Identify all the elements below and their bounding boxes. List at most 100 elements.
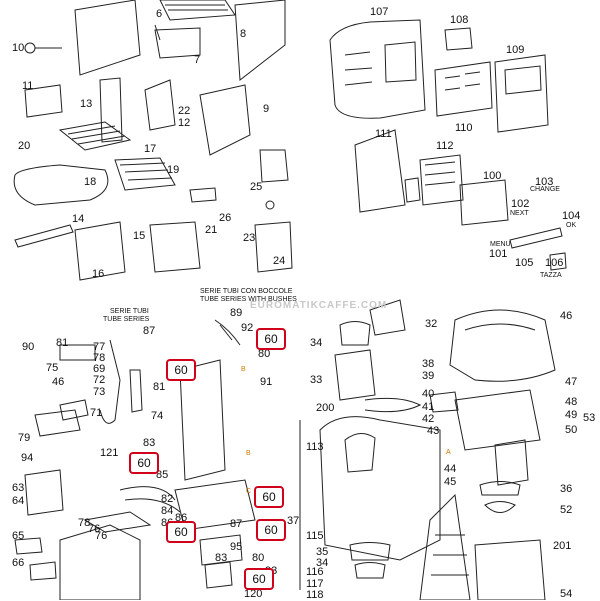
- part-number: 120: [244, 588, 263, 600]
- side-panel-right: [234, 0, 286, 81]
- part-number: 6: [156, 8, 163, 20]
- part-number: 42: [422, 413, 435, 425]
- label-tazza: TAZZA: [540, 272, 562, 279]
- part-number: 77: [93, 341, 106, 353]
- part-number: 54: [560, 588, 573, 600]
- part-number: 44: [444, 463, 457, 475]
- display-module: [444, 27, 473, 51]
- grounds-box: [74, 221, 126, 281]
- part-number: 46: [560, 310, 573, 322]
- part-number: 107: [370, 6, 389, 18]
- part-number: 105: [515, 257, 534, 269]
- part-number: 92: [241, 322, 254, 334]
- part-number: 102: [511, 198, 530, 210]
- watermark: EUROMATIKCAFFE.COM: [250, 300, 388, 311]
- part-number: 76: [95, 530, 108, 542]
- display-frame: [494, 54, 549, 133]
- part-number: 11: [22, 80, 34, 92]
- part-number: 90: [22, 341, 35, 353]
- part-number: 80: [258, 348, 271, 360]
- base-frame: [59, 524, 141, 600]
- callout-part-60: 60: [244, 568, 274, 590]
- callout-part-60: 60: [166, 521, 196, 543]
- motor-assembly: [449, 309, 556, 382]
- label-ok: OK: [566, 222, 577, 229]
- part-number: 65: [12, 530, 25, 542]
- part-number: 35: [316, 546, 329, 558]
- part-number: 116: [306, 566, 324, 578]
- part-number: 87: [230, 518, 243, 530]
- tube-note-line2: TUBE SERIES WITH BUSHES: [200, 296, 297, 303]
- label-change: CHANGE: [530, 186, 560, 193]
- part-number: 75: [46, 362, 59, 374]
- marker-b: B: [241, 366, 246, 373]
- part-number: 63: [12, 482, 25, 494]
- part-number: 34: [316, 557, 329, 569]
- part-number: 33: [310, 374, 323, 386]
- tube-set: [119, 486, 181, 513]
- part-number: 32: [425, 318, 438, 330]
- part-number: 100: [483, 170, 502, 182]
- part-number: 36: [560, 483, 573, 495]
- tube-series-line1: SERIE TUBI: [110, 308, 149, 315]
- grinder: [334, 349, 376, 401]
- motor-plate: [454, 389, 541, 451]
- part-number: 83: [143, 437, 156, 449]
- part-number: 200: [316, 402, 335, 414]
- part-number: 9: [263, 103, 270, 115]
- part-number: 95: [230, 541, 243, 553]
- part-number: 41: [422, 401, 435, 413]
- part-number: 21: [205, 224, 218, 236]
- part-number: 14: [72, 213, 85, 225]
- part-number: 103: [535, 176, 554, 188]
- label-menu: MENU: [490, 241, 511, 248]
- tube-note-line1: SERIE TUBI CON BOCCOLE: [200, 288, 293, 295]
- part-number: 25: [250, 181, 263, 193]
- part-number: 81: [56, 337, 69, 349]
- part-number: 91: [260, 376, 273, 388]
- part-number: 39: [422, 370, 435, 382]
- part-number: 82: [161, 493, 174, 505]
- part-number: 7: [194, 54, 201, 66]
- part-number: 112: [436, 140, 454, 152]
- top-grid: [159, 0, 236, 21]
- part-number: 87: [143, 325, 156, 337]
- brew-tower: [419, 493, 471, 600]
- part-number: 46: [52, 376, 65, 388]
- part-number: 110: [455, 122, 473, 134]
- button-strip: [509, 227, 563, 249]
- marker-a: A: [446, 449, 451, 456]
- part-number: 85: [156, 469, 169, 481]
- part-number: 108: [450, 14, 469, 26]
- part-number: 81: [153, 381, 166, 393]
- part-number: 72: [93, 374, 106, 386]
- part-number: 16: [92, 268, 105, 280]
- keypad-frame: [434, 61, 493, 117]
- filter-disc: [479, 481, 521, 496]
- boiler-frame: [179, 359, 226, 481]
- part-number: 50: [565, 424, 578, 436]
- part-number: 76: [88, 523, 101, 535]
- part-number: 47: [565, 376, 578, 388]
- part-number: 121: [100, 447, 119, 459]
- part-number: 43: [427, 425, 440, 437]
- part-number: 111: [375, 128, 392, 140]
- part-number: 78: [78, 517, 91, 529]
- part-number: 34: [310, 337, 323, 349]
- part-number: 89: [230, 307, 243, 319]
- part-number: 22: [178, 105, 191, 117]
- side-panel-lower: [199, 84, 251, 156]
- drip-container: [24, 84, 63, 118]
- part-number: 80: [252, 552, 265, 564]
- part-number: 40: [422, 388, 435, 400]
- part-number: 71: [90, 407, 103, 419]
- part-number: 201: [553, 540, 572, 552]
- callout-part-60: 60: [166, 359, 196, 381]
- part-number: 13: [80, 98, 93, 110]
- milk-jug: [149, 221, 201, 273]
- grinder-top: [339, 321, 371, 346]
- part-number: 49: [565, 409, 578, 421]
- gear-belt: [364, 397, 422, 413]
- valve-block: [174, 479, 256, 531]
